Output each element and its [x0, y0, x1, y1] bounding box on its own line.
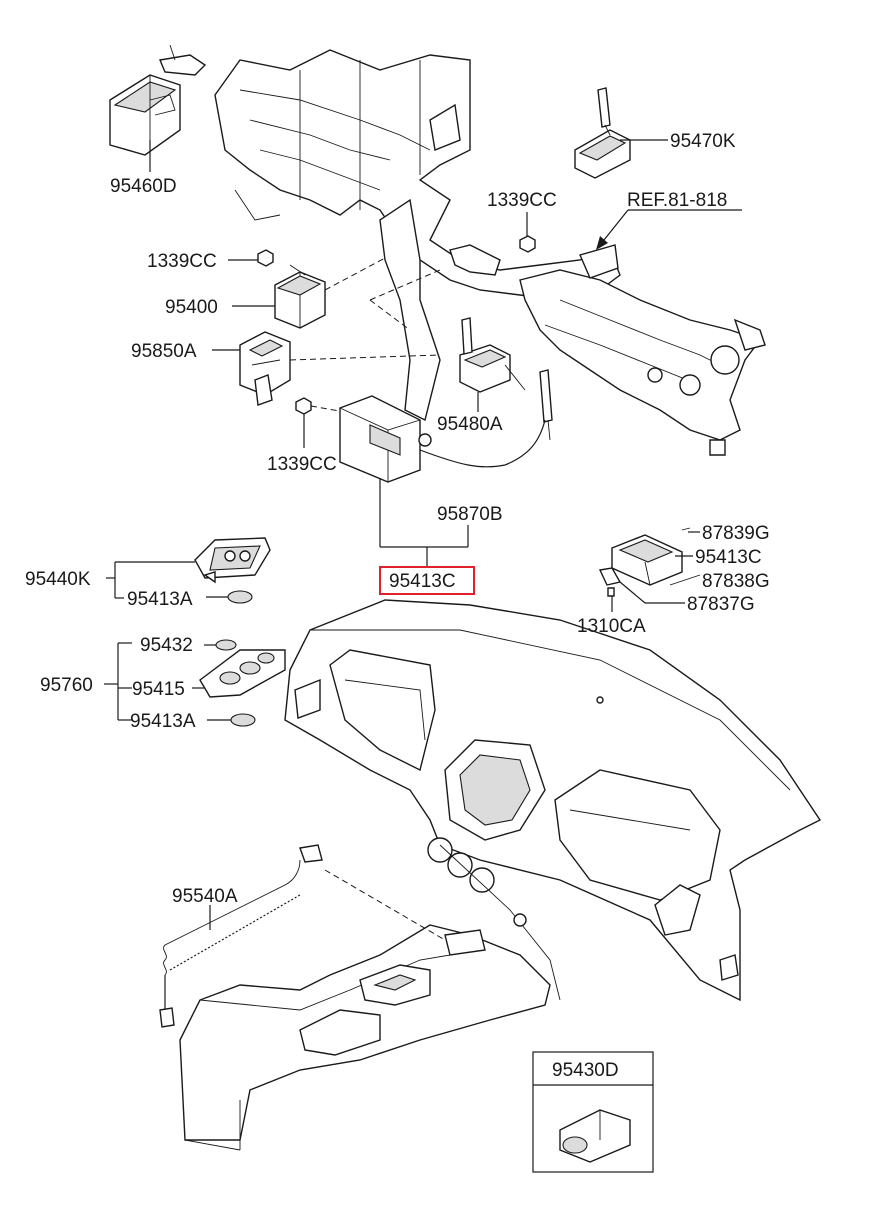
part-95413C-small-drawing [598, 527, 701, 586]
label-95400: 95400 [165, 297, 218, 318]
dashboard-drawing [284, 599, 822, 1002]
label-95415: 95415 [132, 679, 185, 700]
label-87838G: 87838G [702, 571, 770, 592]
part-95415-drawing [199, 649, 286, 698]
label-95430D: 95430D [552, 1060, 619, 1081]
console-drawing [179, 924, 551, 1151]
part-95440K-drawing [194, 537, 271, 584]
highlight-box-95413C [379, 566, 475, 595]
label-95540A: 95540A [172, 886, 238, 907]
part-95480A-drawing [459, 317, 526, 393]
label-95480A: 95480A [437, 414, 503, 435]
crossmember-frame [214, 49, 766, 456]
part-95413C-module-drawing [339, 395, 432, 483]
label-95413C-highlighted: 95413C [389, 571, 456, 592]
label-1339CC-left: 1339CC [147, 251, 217, 272]
part-95430D-drawing [559, 1109, 631, 1163]
label-95870B: 95870B [437, 504, 503, 525]
label-95413A-fob: 95413A [127, 589, 193, 610]
label-1339CC-upper-right: 1339CC [487, 190, 557, 211]
label-1310CA: 1310CA [577, 616, 646, 637]
label-1339CC-lower: 1339CC [267, 454, 337, 475]
part-95460D-drawing [109, 44, 207, 156]
label-87837G: 87837G [687, 594, 755, 615]
label-95760: 95760 [40, 675, 93, 696]
label-95470K: 95470K [670, 131, 736, 152]
label-95432: 95432 [140, 635, 193, 656]
label-95440K: 95440K [25, 569, 91, 590]
part-95850A-drawing [239, 331, 291, 406]
label-95413C-small: 95413C [695, 547, 762, 568]
label-95413A-remote: 95413A [130, 711, 196, 732]
label-87839G: 87839G [702, 523, 770, 544]
part-95400-drawing [274, 264, 326, 329]
part-95430D-box [532, 1051, 654, 1173]
label-95850A: 95850A [131, 341, 197, 362]
label-95460D: 95460D [110, 176, 177, 197]
part-95470K-drawing [574, 87, 631, 179]
label-ref-81-818: REF.81-818 [627, 190, 727, 211]
